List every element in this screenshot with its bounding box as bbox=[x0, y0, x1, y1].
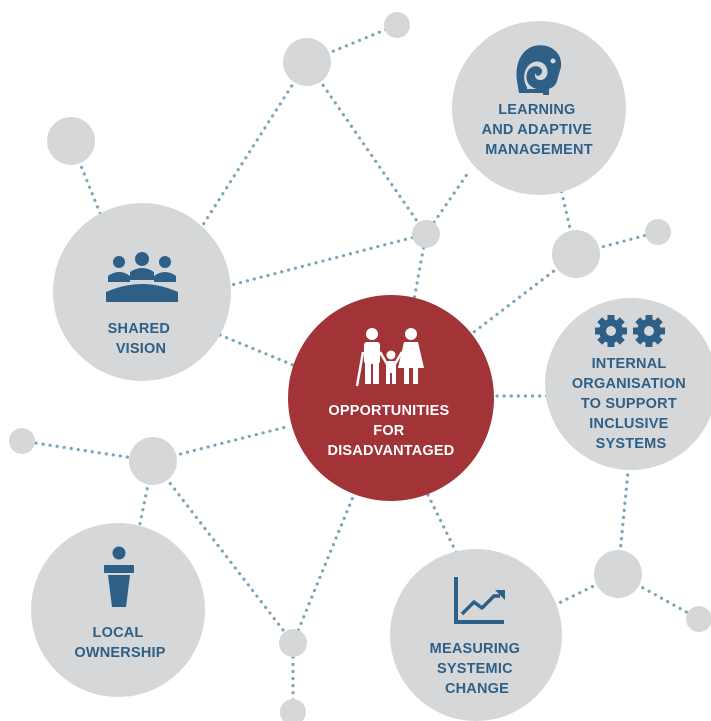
connector bbox=[305, 60, 428, 236]
gears-icon bbox=[595, 315, 665, 347]
node-local-ownership: LOCAL OWNERSHIP bbox=[31, 523, 205, 697]
label-line: LEARNING bbox=[498, 102, 575, 118]
connector bbox=[616, 470, 630, 576]
junction-node bbox=[280, 699, 306, 721]
node-learning: LEARNING AND ADAPTIVE MANAGEMENT bbox=[452, 21, 626, 195]
group-meeting-icon bbox=[106, 252, 178, 302]
connector bbox=[412, 232, 428, 302]
junction-node bbox=[645, 219, 671, 245]
label-line: OPPORTUNITIES bbox=[328, 403, 449, 419]
connector bbox=[151, 424, 292, 463]
label-line: FOR bbox=[373, 423, 405, 439]
label-line: TO SUPPORT bbox=[581, 396, 677, 412]
connector bbox=[426, 493, 462, 562]
node-circle bbox=[545, 298, 711, 470]
junction-node bbox=[47, 117, 95, 165]
junction-node bbox=[686, 606, 711, 632]
connector bbox=[305, 23, 399, 64]
junction-node bbox=[129, 437, 177, 485]
line-chart-icon bbox=[454, 577, 505, 624]
center-circle bbox=[288, 295, 494, 501]
label-line: OWNERSHIP bbox=[74, 645, 165, 661]
label-line: AND ADAPTIVE bbox=[482, 122, 593, 138]
svg-text:OPPORTUNITIES FOR: OPPORTUNITIES FOR DISADVANTAGED bbox=[328, 403, 455, 459]
chameleon-icon bbox=[516, 45, 562, 95]
junction-node bbox=[283, 38, 331, 86]
svg-text:LOCAL OWNERSHIP: LOCAL OWNERSHIP bbox=[74, 625, 165, 661]
junction-node bbox=[412, 220, 440, 248]
label-line: ORGANISATION bbox=[572, 376, 686, 392]
junction-node bbox=[594, 550, 642, 598]
node-circle bbox=[390, 549, 562, 721]
node-circle bbox=[31, 523, 205, 697]
label-line: LOCAL bbox=[93, 625, 144, 641]
node-shared-vision: SHARED VISION bbox=[53, 203, 231, 381]
node-circle bbox=[452, 21, 626, 195]
connector bbox=[553, 572, 620, 607]
label-line: INTERNAL bbox=[592, 356, 667, 372]
junction-node bbox=[384, 12, 410, 38]
label-line: MANAGEMENT bbox=[485, 142, 593, 158]
connector bbox=[69, 139, 110, 235]
svg-text:SHARED VISION: SHARED VISION bbox=[108, 321, 175, 357]
label-line: MEASURING bbox=[430, 641, 520, 657]
junction-nodes bbox=[9, 12, 711, 721]
family-icon bbox=[355, 328, 424, 387]
connector bbox=[218, 232, 428, 290]
node-measuring: MEASURING SYSTEMIC CHANGE bbox=[390, 549, 562, 721]
label-line: INCLUSIVE bbox=[589, 416, 668, 432]
connector bbox=[151, 459, 295, 645]
junction-node bbox=[279, 629, 307, 657]
connector bbox=[558, 183, 578, 256]
podium-speaker-icon bbox=[104, 546, 134, 607]
label-line: CHANGE bbox=[445, 681, 509, 697]
svg-text:INTERNAL ORGANISATION: INTERNAL ORGANISATION TO SUPPORT INCLUSI… bbox=[572, 356, 690, 452]
junction-node bbox=[9, 428, 35, 454]
label-line: SYSTEMS bbox=[596, 436, 667, 452]
label-line: SYSTEMIC bbox=[437, 661, 513, 677]
connector bbox=[218, 333, 295, 367]
connector bbox=[190, 60, 309, 244]
label-line: DISADVANTAGED bbox=[328, 443, 455, 459]
junction-node bbox=[552, 230, 600, 278]
node-internal-organisation: INTERNAL ORGANISATION TO SUPPORT INCLUSI… bbox=[545, 298, 711, 470]
label-line: VISION bbox=[116, 341, 166, 357]
svg-text:MEASURING SYSTEMIC: MEASURING SYSTEMIC CHANGE bbox=[430, 641, 525, 697]
label-line: SHARED bbox=[108, 321, 170, 337]
connector bbox=[291, 490, 357, 645]
connector bbox=[20, 439, 155, 463]
svg-text:LEARNING AND ADAPTIVE: LEARNING AND ADAPTIVE MANAGEMENT bbox=[482, 102, 597, 158]
node-center-opportunities: OPPORTUNITIES FOR DISADVANTAGED bbox=[288, 295, 494, 501]
